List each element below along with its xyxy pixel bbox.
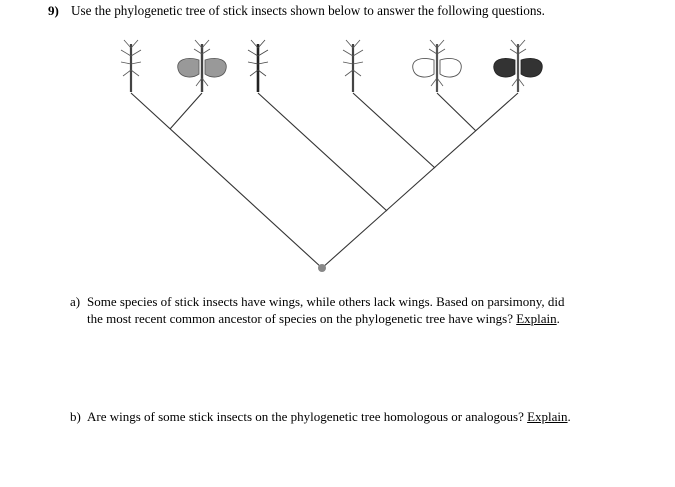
part-a-line1: Some species of stick insects have wings… bbox=[87, 294, 565, 309]
part-a-line2: the most recent common ancestor of speci… bbox=[87, 311, 517, 326]
insect-3-wingless bbox=[247, 39, 269, 92]
insect-6-dark-wings bbox=[493, 39, 543, 92]
question-part-b: b) Are wings of some stick insects on the… bbox=[70, 408, 640, 425]
part-b-text: Are wings of some stick insects on the p… bbox=[87, 409, 528, 424]
question-stem: Use the phylogenetic tree of stick insec… bbox=[71, 3, 545, 18]
tree-branches bbox=[130, 92, 519, 269]
insect-2-gray-wings bbox=[177, 39, 227, 92]
phylogenetic-tree bbox=[120, 39, 543, 272]
question-number: 9) bbox=[48, 3, 59, 18]
part-b-explain: Explain bbox=[527, 409, 568, 424]
part-a-period: . bbox=[556, 311, 560, 326]
insect-4-wingless bbox=[342, 39, 364, 92]
question-part-a: a) Some species of stick insects have win… bbox=[70, 293, 630, 327]
root-node bbox=[318, 264, 326, 272]
part-b-period: . bbox=[567, 409, 571, 424]
part-a-explain: Explain bbox=[516, 311, 557, 326]
part-b-letter: b) bbox=[70, 409, 81, 424]
part-a-letter: a) bbox=[70, 294, 81, 309]
insect-1-wingless bbox=[120, 39, 142, 92]
insect-5-white-wings bbox=[412, 39, 462, 92]
